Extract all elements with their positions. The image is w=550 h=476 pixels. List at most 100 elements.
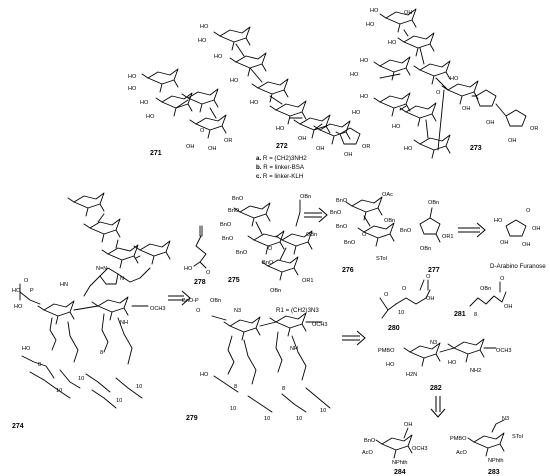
compound-label-281: 281 (454, 311, 466, 318)
group-label: OBn (428, 200, 439, 206)
compound-label-271: 271 (150, 150, 162, 157)
group-label: HO (404, 146, 413, 152)
group-label: OR1 (442, 234, 454, 240)
group-label: N (120, 276, 124, 282)
group-label: O (268, 246, 273, 252)
compound-274-structure: N N=N HO O P HO HN NH OCH3 HO 8 8 10 10 … (12, 192, 171, 430)
group-label: NPhth (392, 460, 408, 466)
group-label: PMBO (450, 436, 467, 442)
compound-label-283: 283 (488, 469, 500, 476)
compound-281-structure: OBn 8 OH O 281 (454, 276, 512, 318)
group-label: OH (500, 240, 508, 246)
compound-280-structure: O O 10 OH O 280 (379, 274, 434, 332)
group-label: 10 (264, 416, 270, 422)
group-label: HO (388, 40, 397, 46)
group-label: BnO (236, 250, 248, 256)
group-label: HO (22, 346, 31, 352)
group-label: 10 (116, 398, 122, 404)
group-label: N3 (234, 308, 241, 314)
r1-definition: R1 = (CH2)3N3 (276, 307, 319, 314)
group-label: O (362, 232, 367, 238)
group-label: STol (512, 434, 523, 440)
group-label: HO (146, 114, 155, 120)
group-label: HO (494, 218, 503, 224)
group-label: OR (224, 138, 232, 144)
group-label: BnO (400, 228, 412, 234)
group-label: O (426, 274, 431, 280)
arabino-furanose-label: D-Arabino Furanose (490, 263, 546, 270)
group-label: HO (360, 58, 369, 64)
group-label: 10 (136, 384, 142, 390)
retro-arrow-282 (430, 396, 446, 418)
group-label: O (384, 292, 389, 298)
group-label: BnO (336, 198, 348, 204)
r-def-a: a. R = (CH2)3NH2 (256, 155, 307, 162)
group-label: HO (214, 54, 223, 60)
group-label: O (526, 208, 531, 214)
group-label: OCH3 (312, 322, 328, 328)
group-label: NH (290, 346, 298, 352)
group-label: 10 (78, 376, 84, 382)
group-label: 8 (100, 350, 103, 356)
group-label: BnO (232, 196, 244, 202)
group-label: 10 (230, 406, 236, 412)
group-label: P (30, 288, 34, 294)
group-label: AcO (456, 450, 468, 456)
group-label: OAc (382, 192, 393, 198)
group-label: OH (522, 242, 530, 248)
group-label: OH (532, 226, 540, 232)
retro-arrow-279 (342, 330, 366, 346)
group-label: HO (360, 94, 369, 100)
compound-272-structure: HO HO HO HO HO HO OH OH OH OR 272 (198, 24, 370, 158)
compound-label-279: 279 (186, 415, 198, 422)
compound-label-273: 273 (470, 145, 482, 152)
group-label: OH (486, 120, 494, 126)
compound-283-structure: N3 PMBO AcO STol NPhth 283 (450, 416, 523, 476)
group-label: O (402, 286, 407, 292)
group-label: OBn (420, 246, 431, 252)
group-label: HO (200, 24, 209, 30)
group-label: 10 (398, 310, 404, 316)
group-label: OR (362, 144, 370, 150)
group-label: NPhth (488, 458, 504, 464)
compound-279-structure: BnO-P OBn O N3 NH OCH3 HO 8 8 10 10 10 1… (182, 298, 331, 422)
group-label: HO (350, 72, 359, 78)
group-label: HO (450, 76, 459, 82)
group-label: PMBO (378, 348, 395, 354)
group-label: OCH3 (496, 348, 512, 354)
group-label: HO (230, 78, 239, 84)
group-label: 8 (282, 386, 285, 392)
group-label: OBn (306, 232, 317, 238)
group-label: OCH3 (412, 446, 428, 452)
compound-276-structure: BnO BnO BnO BnO OAc OBn STol O 276 (330, 192, 395, 274)
group-label: O (196, 308, 201, 314)
group-label: OH (298, 136, 306, 142)
group-label: 8 (38, 362, 41, 368)
compound-273-structure: HO HO OH HO HO HO HO HO HO HO HO OH OH O… (350, 8, 538, 159)
group-label: HO (352, 110, 361, 116)
group-label: HN (60, 282, 68, 288)
r-def-c: c. R = linker-KLH (256, 173, 303, 180)
compound-271-structure: HO HO HO HO OH OH OR O 271 (128, 68, 232, 157)
group-label: BnO (262, 260, 274, 266)
group-label: HO (276, 126, 285, 132)
group-label: BnO (220, 222, 232, 228)
compound-label-280: 280 (388, 325, 400, 332)
group-label: HO (12, 288, 21, 294)
compound-label-284: 284 (394, 469, 406, 476)
group-label: OBn (384, 218, 395, 224)
arabino-furanose-structure: HO O OH OH OH D-Arabino Furanose (490, 208, 546, 270)
compound-label-272: 272 (276, 143, 288, 150)
group-label: HO (128, 74, 137, 80)
group-label: HO (14, 304, 23, 310)
group-label: BnO (344, 240, 356, 246)
group-label: OH (504, 304, 512, 310)
group-label: H2N (406, 372, 417, 378)
group-label: OH (426, 296, 434, 302)
group-label: HO (370, 8, 379, 14)
group-label: OH (508, 138, 516, 144)
group-label: OH (344, 152, 352, 158)
group-label: BnO (364, 438, 376, 444)
group-label: OH (316, 146, 324, 152)
